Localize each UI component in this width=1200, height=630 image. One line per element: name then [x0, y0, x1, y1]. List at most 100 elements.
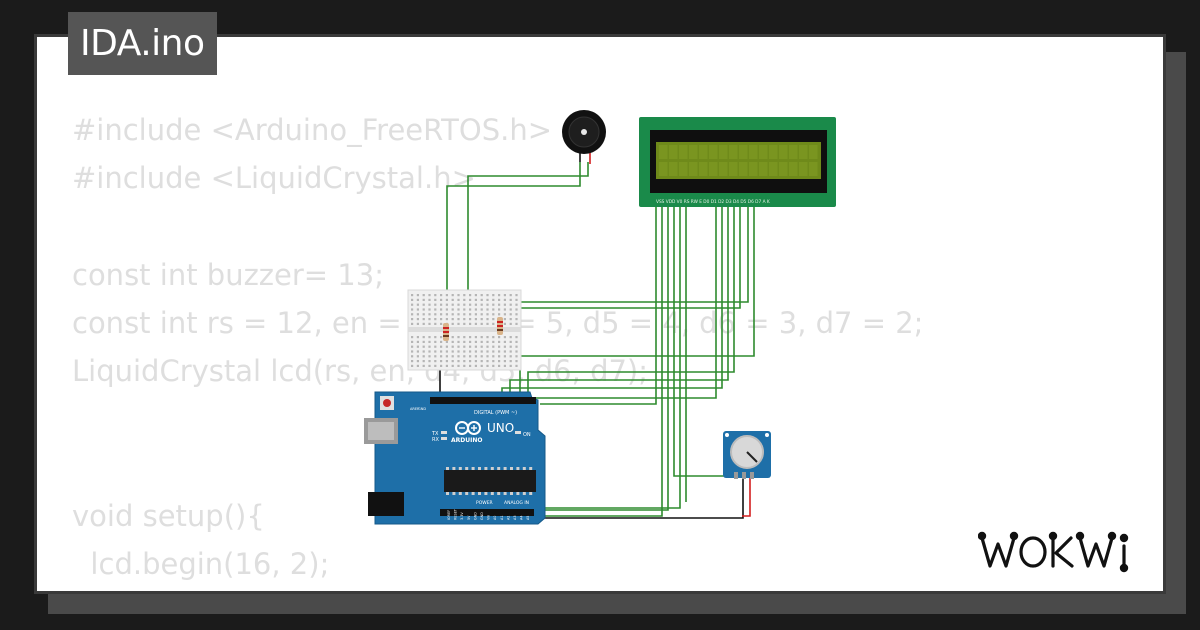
breadboard-hole: [445, 303, 448, 306]
chip-pin: [529, 467, 533, 470]
breadboard-hole: [440, 303, 443, 306]
arduino-logo-icon: [455, 421, 481, 435]
breadboard-hole: [457, 318, 460, 321]
breadboard-hole: [428, 364, 431, 367]
chip-pin: [484, 467, 488, 470]
breadboard-hole: [422, 313, 425, 316]
breadboard-hole: [515, 345, 518, 348]
rx-label: RX: [432, 437, 439, 443]
breadboard-hole: [515, 298, 518, 301]
breadboard-hole: [498, 298, 501, 301]
breadboard-hole: [492, 345, 495, 348]
breadboard-hole: [463, 350, 466, 353]
breadboard-hole: [416, 294, 419, 297]
lcd-cell: [749, 145, 758, 159]
lcd-cell: [809, 145, 818, 159]
breadboard-hole: [486, 336, 489, 339]
chip-pin: [522, 467, 526, 470]
breadboard-hole: [434, 350, 437, 353]
breadboard-hole: [451, 322, 454, 325]
breadboard-hole: [445, 345, 448, 348]
header-pin-label: GND: [480, 512, 484, 520]
breadboard-hole: [480, 364, 483, 367]
resistor: [497, 317, 503, 335]
breadboard-hole: [486, 303, 489, 306]
breadboard-hole: [509, 303, 512, 306]
breadboard-hole: [474, 298, 477, 301]
breadboard-hole: [492, 355, 495, 358]
breadboard-hole: [451, 360, 454, 363]
lcd-cell: [769, 162, 778, 176]
breadboard-hole: [515, 303, 518, 306]
breadboard-hole: [474, 345, 477, 348]
breadboard-hole: [411, 303, 414, 306]
breadboard-hole: [509, 336, 512, 339]
breadboard-hole: [440, 364, 443, 367]
breadboard-hole: [451, 318, 454, 321]
breadboard-hole: [515, 294, 518, 297]
breadboard-hole: [498, 345, 501, 348]
breadboard-hole: [440, 322, 443, 325]
breadboard-hole: [422, 318, 425, 321]
buzzer: [562, 110, 606, 162]
chip-pin: [503, 467, 507, 470]
breadboard-hole: [434, 345, 437, 348]
breadboard-hole: [422, 336, 425, 339]
breadboard-hole: [509, 345, 512, 348]
lcd-cell: [679, 162, 688, 176]
breadboard-hole: [503, 350, 506, 353]
breadboard-hole: [486, 340, 489, 343]
breadboard-hole: [486, 322, 489, 325]
header-pin-label: 5V: [467, 515, 471, 520]
breadboard-hole: [411, 308, 414, 311]
breadboard-hole: [480, 345, 483, 348]
lcd-cell: [719, 145, 728, 159]
breadboard-hole: [469, 298, 472, 301]
code-line: #include <LiquidCrystal.h>: [72, 161, 476, 196]
breadboard-hole: [434, 322, 437, 325]
breadboard-hole: [411, 298, 414, 301]
breadboard-hole: [411, 360, 414, 363]
breadboard-hole: [434, 318, 437, 321]
breadboard-hole: [463, 340, 466, 343]
breadboard-hole: [509, 294, 512, 297]
breadboard-hole: [474, 303, 477, 306]
breadboard-hole: [509, 313, 512, 316]
breadboard-hole: [492, 360, 495, 363]
code-preview: #include <Arduino_FreeRTOS.h>#include <L…: [72, 106, 923, 588]
chip-pin: [471, 492, 475, 495]
breadboard-hole: [422, 355, 425, 358]
breadboard-hole: [440, 350, 443, 353]
lcd-cell: [719, 162, 728, 176]
breadboard-hole: [463, 308, 466, 311]
header-pin-label: IOREF: [447, 510, 451, 520]
breadboard-hole: [428, 350, 431, 353]
breadboard-hole: [457, 308, 460, 311]
resistor: [443, 323, 449, 341]
breadboard-hole: [445, 355, 448, 358]
power-label: POWER: [476, 500, 493, 506]
header-pin-label: Vin: [487, 515, 491, 520]
code-line: lcd.begin(16, 2);: [72, 546, 330, 581]
breadboard-hole: [451, 340, 454, 343]
lcd-cell: [679, 145, 688, 159]
breadboard-hole: [422, 340, 425, 343]
lcd-cell: [729, 145, 738, 159]
breadboard-hole: [480, 303, 483, 306]
breadboard-hole: [434, 340, 437, 343]
breadboard-hole: [474, 313, 477, 316]
breadboard-hole: [434, 355, 437, 358]
breadboard-hole: [411, 318, 414, 321]
chip-pin: [522, 492, 526, 495]
breadboard-hole: [451, 355, 454, 358]
breadboard-hole: [416, 336, 419, 339]
breadboard-hole: [463, 298, 466, 301]
breadboard-hole: [503, 355, 506, 358]
breadboard-hole: [457, 355, 460, 358]
header-pin-label: A1: [500, 516, 504, 520]
breadboard-hole: [469, 313, 472, 316]
breadboard-hole: [416, 340, 419, 343]
lcd-cell: [709, 162, 718, 176]
lcd-cell: [699, 145, 708, 159]
